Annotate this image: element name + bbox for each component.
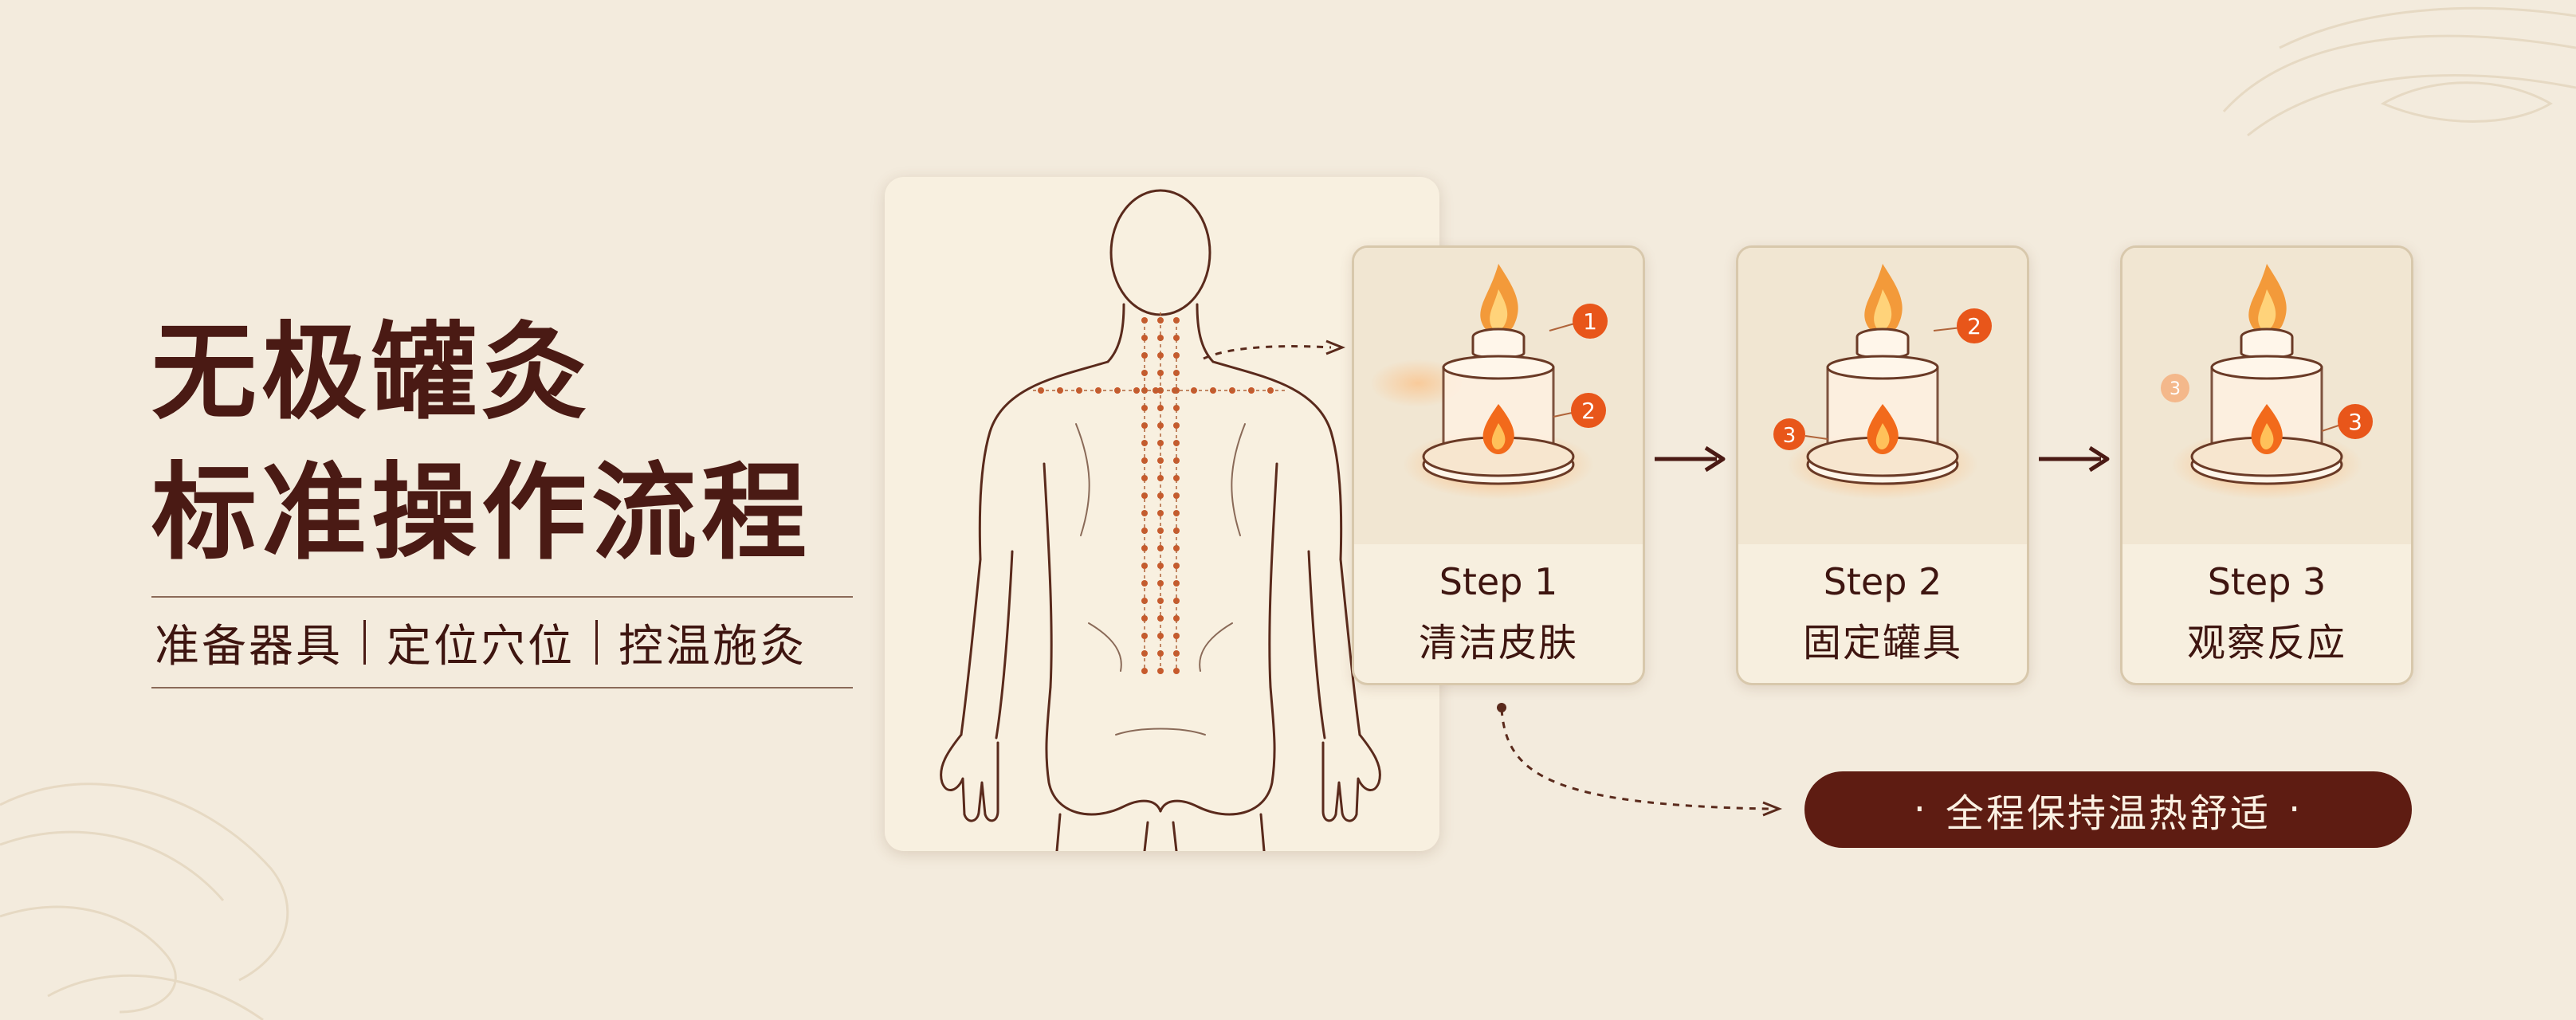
step-card-image-area: 2 3 <box>1738 248 2027 544</box>
subtitle-divider <box>363 620 366 665</box>
flame-icon <box>1864 264 1903 335</box>
step-2-description: 固定罐具 <box>1802 621 1962 665</box>
badge-icon: 2 3 <box>1773 308 1992 450</box>
arrow-right-icon <box>2039 445 2110 473</box>
pill-text: 全程保持温热舒适 <box>1945 791 2271 836</box>
subtitle-row: 准备器具 定位穴位 控温施灸 <box>151 596 853 688</box>
acupoint-dot <box>1141 615 1148 622</box>
subtitle-divider <box>595 620 598 665</box>
main-title-line-2: 标准操作流程 <box>151 451 811 575</box>
human-back-acupoints-icon <box>940 189 1381 851</box>
acupoint-dot <box>1173 545 1180 551</box>
acupoint-dot <box>1173 335 1180 341</box>
acupoint-dot <box>1173 405 1180 411</box>
badge-icon: 1 2 <box>1549 304 1608 428</box>
acupoint-dot <box>1173 475 1180 481</box>
subtitle-item-control-temperature: 控温施灸 <box>618 620 807 673</box>
flame-icon <box>1480 264 1518 335</box>
step-3-description: 观察反应 <box>2186 621 2346 665</box>
subtitle-item-prepare-tools: 准备器具 <box>155 620 343 673</box>
step-3-badge-b: 3 <box>2348 409 2362 435</box>
moxibustion-cup-icon: 2 3 <box>1773 264 1992 500</box>
step-1-badge-b: 2 <box>1581 398 1596 424</box>
step-2-label: Step 2 <box>1823 560 1942 603</box>
body-diagram-panel <box>885 177 1439 851</box>
pill-dot-left: · <box>1913 787 1928 832</box>
step-1-label: Step 1 <box>1439 560 1558 603</box>
title-block: 无极罐灸 标准操作流程 <box>151 303 853 583</box>
acupoint-dot <box>1157 352 1164 359</box>
moxibustion-cup-icon: 1 2 <box>1370 264 1608 500</box>
flame-icon <box>2248 264 2287 335</box>
step-1-badge-a: 1 <box>1583 308 1597 335</box>
acupoint-dot <box>1141 405 1148 411</box>
step-card-image-area: 1 2 <box>1354 248 1643 544</box>
acupoint-dot <box>1141 475 1148 481</box>
acupoint-dot <box>1141 668 1148 674</box>
acupoint-dot <box>1173 615 1180 622</box>
acupoint-dot <box>1173 668 1180 674</box>
step-2-badge-a: 2 <box>1967 313 1981 339</box>
badge-icon: 3 3 <box>2161 374 2373 439</box>
step-card-1: 1 2 Step 1 清洁皮肤 <box>1352 245 1645 685</box>
acupoint-dot <box>1157 422 1164 429</box>
pill-dot-right: · <box>2288 787 2303 832</box>
subtitle-item-locate-acupoints: 定位穴位 <box>387 620 575 673</box>
step-3-badge-a: 3 <box>2170 379 2181 399</box>
step-2-badge-b: 3 <box>1783 424 1797 448</box>
step-1-description: 清洁皮肤 <box>1418 621 1578 665</box>
acupoint-dot <box>1157 492 1164 499</box>
moxibustion-cup-icon: 3 3 <box>2161 264 2373 500</box>
acupoint-dot <box>1141 563 1148 569</box>
main-title-line-1: 无极罐灸 <box>151 311 591 434</box>
acupoint-dot <box>1141 545 1148 551</box>
step-3-label: Step 3 <box>2207 560 2327 603</box>
acupoint-dot <box>1157 633 1164 639</box>
footer-pill: · 全程保持温热舒适 · <box>1804 771 2412 848</box>
step-card-2: 2 3 Step 2 固定罐具 <box>1736 245 2029 685</box>
acupoint-dot <box>1141 335 1148 341</box>
acupoint-dot <box>1173 563 1180 569</box>
step-card-image-area: 3 3 <box>2122 248 2411 544</box>
step-card-3: 3 3 Step 3 观察反应 <box>2120 245 2413 685</box>
acupoint-dot <box>1157 563 1164 569</box>
arrow-right-icon <box>1655 445 1726 473</box>
